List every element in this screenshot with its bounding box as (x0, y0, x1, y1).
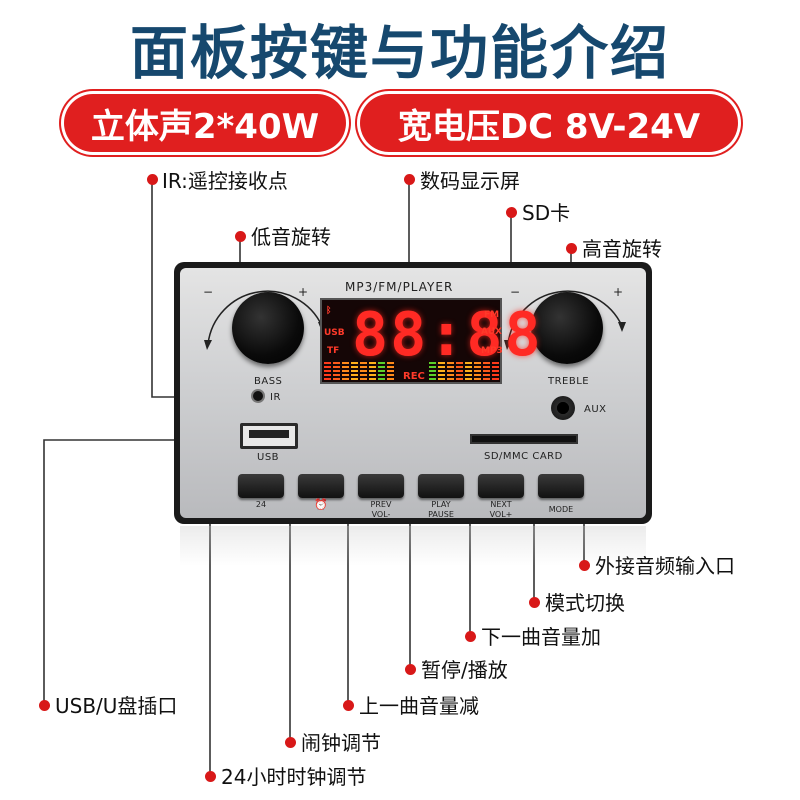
clock-button-label: 24 (231, 500, 291, 510)
callout-sd: SD卡 (522, 201, 571, 225)
display-rec: REC (403, 371, 425, 382)
voltage-badge: 宽电压DC 8V-24V (360, 94, 738, 152)
eq-bar (465, 362, 472, 382)
bass-arc (207, 290, 323, 345)
usb-port[interactable] (240, 423, 298, 449)
callout-aux: 外接音频输入口 (595, 554, 735, 578)
callout-dot (285, 737, 296, 748)
eq-bar (324, 362, 331, 382)
eq-bar (351, 362, 358, 382)
play-pause-button[interactable] (418, 474, 464, 498)
callout-usb: USB/U盘插口 (55, 694, 178, 718)
eq-bar (369, 362, 376, 382)
callout-bass: 低音旋转 (251, 225, 331, 249)
alarm-button-label: ⏰ (291, 498, 351, 511)
display-usb: USB (324, 328, 345, 338)
display-digits: 88:88 (352, 300, 543, 370)
eq-bar (483, 362, 490, 382)
eq-bar (456, 362, 463, 382)
bass-plus-label: + (298, 285, 309, 299)
reflection (180, 526, 646, 566)
callout-next: 下一曲音量加 (481, 625, 601, 649)
eq-bar (360, 362, 367, 382)
aux-jack[interactable] (551, 396, 575, 420)
eq-bar (333, 362, 340, 382)
bluetooth-icon: ᛒ (326, 306, 332, 316)
callout-dot (405, 664, 416, 675)
eq-bar (474, 362, 481, 382)
mode-button[interactable] (538, 474, 584, 498)
eq-bar (492, 362, 499, 382)
panel-title: MP3/FM/PLAYER (345, 280, 454, 294)
eq-bar (438, 362, 445, 382)
ir-receiver (251, 389, 265, 403)
eq-bar (342, 362, 349, 382)
callout-dot (39, 700, 50, 711)
callout-dot (147, 174, 158, 185)
callout-dot (205, 771, 216, 782)
treble-minus-label: − (510, 285, 521, 299)
callout-dot (529, 597, 540, 608)
display-fm: FM (484, 310, 500, 320)
display-aux: AUX (481, 327, 502, 337)
treble-label: TREBLE (548, 376, 590, 387)
callout-treble: 高音旋转 (582, 237, 662, 261)
ir-label: IR (270, 392, 281, 403)
callout-dot (343, 700, 354, 711)
alarm-clock-icon: ⏰ (314, 498, 328, 511)
sd-label: SD/MMC CARD (484, 451, 563, 462)
callout-play: 暂停/播放 (421, 658, 508, 682)
clock-button[interactable] (238, 474, 284, 498)
prev-button[interactable] (358, 474, 404, 498)
power-badge: 立体声2*40W (64, 94, 346, 152)
callout-alarm: 闹钟调节 (301, 731, 381, 755)
treble-knob[interactable] (531, 292, 603, 364)
callout-dot (235, 231, 246, 242)
bass-arc-arrow-left (204, 340, 212, 350)
display-tf: TF (327, 346, 340, 356)
eq-bar (447, 362, 454, 382)
eq-bar (429, 362, 436, 382)
display-mp3: MP3 (481, 346, 503, 356)
callout-display: 数码显示屏 (420, 169, 520, 193)
bass-knob[interactable] (232, 292, 304, 364)
callout-dot (404, 174, 415, 185)
callout-dot (579, 560, 590, 571)
callout-dot (465, 631, 476, 642)
callout-ir: IR:遥控接收点 (162, 169, 288, 193)
sd-card-slot[interactable] (470, 434, 578, 444)
callout-dot (566, 243, 577, 254)
treble-plus-label: + (613, 285, 624, 299)
eq-bar (387, 362, 394, 382)
bass-minus-label: − (203, 285, 214, 299)
callout-dot (506, 207, 517, 218)
clock-icon: 24 (255, 500, 267, 509)
callout-clock: 24小时时钟调节 (221, 765, 367, 789)
treble-arc-arrow-right (618, 322, 626, 332)
eq-bar (378, 362, 385, 382)
mode-button-label: MODE (548, 505, 574, 514)
callout-mode: 模式切换 (545, 591, 625, 615)
page-title: 面板按键与功能介绍 (129, 19, 670, 87)
bass-label: BASS (254, 376, 283, 387)
aux-label: AUX (584, 404, 607, 415)
next-button[interactable] (478, 474, 524, 498)
usb-label: USB (257, 452, 280, 463)
alarm-button[interactable] (298, 474, 344, 498)
treble-arc-arrow-left (504, 340, 512, 350)
led-display (320, 298, 502, 384)
callout-prev: 上一曲音量减 (359, 694, 479, 718)
